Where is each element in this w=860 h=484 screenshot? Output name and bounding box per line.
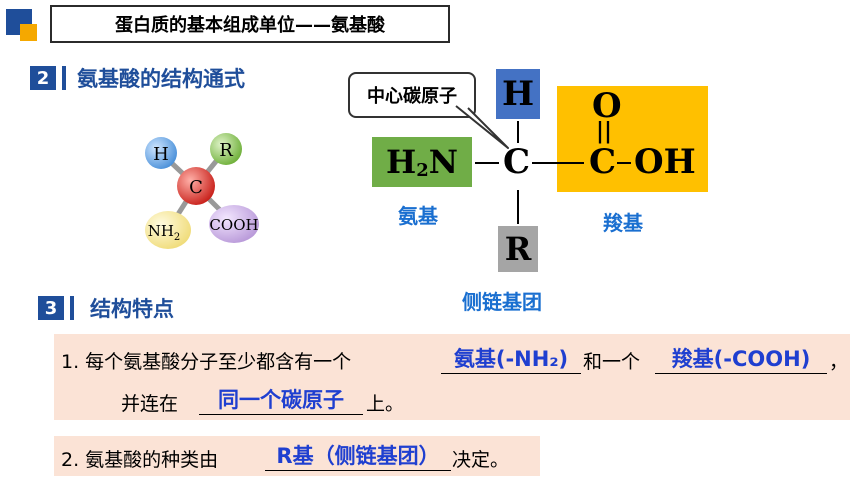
feature1-prefix: 1. 每个氨基酸分子至少都含有一个: [61, 351, 352, 373]
bond-n-c-line: [475, 162, 499, 164]
central-carbon-callout: 中心碳原子: [348, 72, 476, 118]
feature1-line2-prefix: 并连在: [121, 393, 179, 415]
carboxyl-group-box: [557, 86, 708, 192]
feature1-blank-carboxyl: 羧基(-COOH): [655, 343, 827, 374]
nh2-main: NH: [148, 222, 174, 240]
carboxyl-oh: OH: [634, 142, 696, 182]
atom-h-text: H: [153, 144, 169, 165]
bond-c-h-line: [517, 121, 519, 143]
h-top-box: H: [496, 69, 540, 119]
r-group-box: R: [498, 226, 538, 272]
feature-panel-1: [54, 334, 850, 420]
bond-c-oh: [617, 162, 631, 164]
bond-c-carboxyl-line: [532, 162, 584, 164]
feature-panel-2: [54, 436, 540, 476]
atom-r-text: R: [219, 140, 233, 161]
section-number-3: 3: [38, 296, 64, 320]
atom-nh2-text: NH2: [148, 222, 181, 243]
feature1-blank-carbon: 同一个碳原子: [199, 384, 363, 415]
h2n-n: N: [428, 143, 458, 181]
h-top-text: H: [501, 74, 535, 114]
bond-c-r-line: [517, 190, 519, 224]
label-carboxyl-group: 羧基: [603, 211, 643, 235]
feature2-prefix: 2. 氨基酸的种类由: [61, 449, 219, 471]
page-title: 蛋白质的基本组成单位——氨基酸: [50, 5, 450, 43]
h2n-sub: 2: [416, 159, 429, 181]
r-text: R: [504, 230, 532, 268]
feature1-mid: 和一个: [583, 351, 641, 373]
section-bar-3: [70, 296, 74, 320]
central-carbon: C: [503, 142, 531, 182]
feature2-suffix: 决定。: [452, 449, 510, 471]
atom-c-text: C: [189, 177, 203, 198]
section-title-structure-formula: 氨基酸的结构通式: [77, 67, 245, 91]
carboxyl-o: O: [592, 86, 622, 126]
carboxyl-c: C: [589, 142, 617, 182]
label-side-chain: 侧链基团: [462, 290, 542, 314]
atom-r-ball: [210, 133, 242, 165]
feature1-line2-suffix: 上。: [366, 393, 405, 415]
ball-stick-model: H R C NH2 COOH: [145, 133, 259, 249]
feature2-blank-r-group: R基（侧链基团）: [265, 440, 451, 471]
feature1-suffix: ，: [829, 351, 849, 373]
atom-c-ball: [177, 167, 215, 205]
nh2-sub: 2: [174, 232, 180, 243]
atom-nh2-ball: [145, 211, 191, 249]
callout-pointer: [455, 105, 509, 149]
section-bar-2: [62, 66, 66, 90]
atom-cooh-ball: [209, 205, 259, 243]
atom-cooh-text: COOH: [209, 216, 258, 234]
feature1-blank-amino: 氨基(-NH₂): [441, 343, 581, 374]
logo-square-orange: [20, 24, 37, 41]
carboxyl-double-bond: ||: [596, 118, 613, 144]
section-number-2: 2: [30, 66, 56, 90]
section-title-features: 结构特点: [90, 297, 174, 321]
atom-h-ball: [145, 137, 177, 169]
label-amino-group: 氨基: [398, 204, 438, 228]
h2n-h: H: [385, 143, 417, 181]
